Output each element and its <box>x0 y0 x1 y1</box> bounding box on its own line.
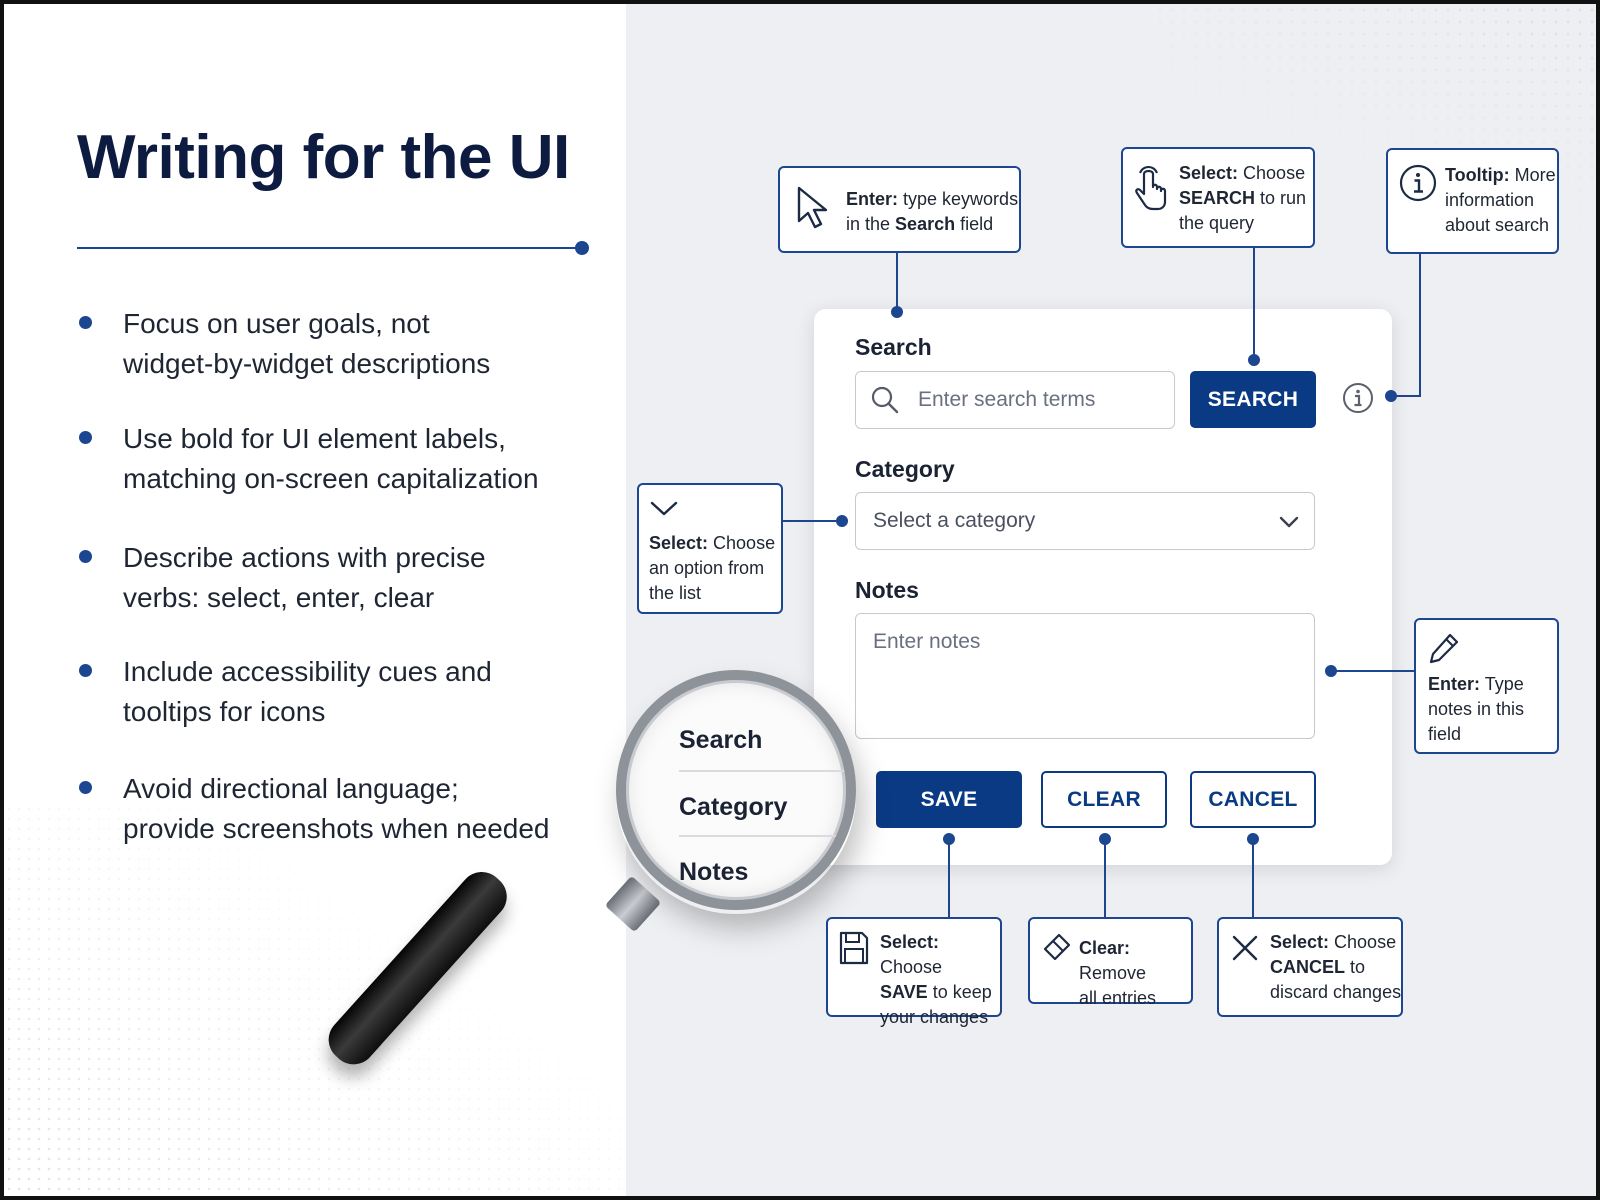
cancel-button[interactable]: CANCEL <box>1190 771 1316 828</box>
callout-text: Choose <box>880 957 943 977</box>
callout-keyword: Select: <box>880 932 940 952</box>
info-icon[interactable] <box>1342 382 1374 414</box>
search-button[interactable]: SEARCH <box>1190 371 1316 428</box>
callout-text: field <box>955 214 994 234</box>
callout-text: type keywords <box>898 189 1019 209</box>
title-divider <box>77 247 579 249</box>
callout-keyword: SEARCH <box>1179 188 1256 208</box>
callout-text: Remove <box>1079 963 1147 983</box>
bullet-line: provide screenshots when needed <box>123 813 550 844</box>
magnifier-item-search: Search <box>679 726 763 754</box>
callout-keyword: Enter: <box>1428 674 1481 694</box>
callout-text: the query <box>1179 213 1255 233</box>
magnifier-divider <box>679 770 846 772</box>
notes-textarea[interactable]: Enter notes <box>855 613 1315 739</box>
bullet-line: Focus on user goals, not <box>123 308 430 339</box>
callout-keyword: Search <box>895 214 956 234</box>
magnifier-divider <box>679 835 846 837</box>
save-button[interactable]: SAVE <box>876 771 1022 828</box>
callout-select-search: Select: Choose SEARCH to run the query <box>1121 147 1315 248</box>
callout-cancel: Select: Choose CANCEL to discard changes <box>1217 917 1403 1017</box>
callout-text: to run <box>1255 188 1307 208</box>
callout-keyword: Clear: <box>1079 938 1131 958</box>
callout-text: the list <box>649 583 702 603</box>
callout-tooltip: Tooltip: More information about search <box>1386 148 1559 254</box>
eraser-icon <box>1043 933 1071 961</box>
close-x-icon <box>1232 935 1258 961</box>
cursor-arrow-icon <box>797 186 828 229</box>
notes-label: Notes <box>855 577 919 603</box>
callout-keyword: Enter: <box>846 189 899 209</box>
bullet-line: widget-by-widget descriptions <box>123 348 491 379</box>
callout-text: discard changes <box>1270 982 1402 1002</box>
callout-text: to keep <box>927 982 992 1002</box>
search-label: Search <box>855 334 932 360</box>
callout-text: all entries <box>1079 988 1157 1008</box>
callout-text: Choose <box>708 533 776 553</box>
callout-text: Choose <box>1238 163 1306 183</box>
info-icon <box>1399 164 1437 202</box>
callout-clear: Clear: Remove all entries <box>1028 917 1193 1008</box>
callout-text: More <box>1509 165 1556 185</box>
bullet-dot <box>79 664 92 677</box>
bullet-dot <box>79 316 92 329</box>
search-input[interactable]: Enter search terms <box>855 371 1175 429</box>
callout-text: notes in this <box>1428 699 1525 719</box>
callout-text: your changes <box>880 1007 989 1027</box>
callout-keyword: Select: <box>1179 163 1239 183</box>
callout-enter-notes: Enter: Type notes in this field <box>1414 618 1559 754</box>
magnifier-lens: Search Category Notes <box>616 670 856 910</box>
title-divider-dot <box>575 241 589 255</box>
bullet-line: Include accessibility cues and <box>123 656 492 687</box>
bullet-dot <box>79 550 92 563</box>
callout-text: field <box>1428 724 1462 744</box>
search-icon <box>871 386 899 414</box>
hand-pointer-icon <box>1135 166 1167 211</box>
callout-keyword: Select: <box>1270 932 1330 952</box>
notes-placeholder: Enter notes <box>873 630 981 653</box>
pencil-icon <box>1429 633 1459 664</box>
callout-keyword: Tooltip: <box>1445 165 1510 185</box>
callout-keyword: SAVE <box>880 982 928 1002</box>
bullet-line: Use bold for UI element labels, <box>123 423 506 454</box>
callout-text: in the <box>846 214 896 234</box>
chevron-down-icon <box>1279 516 1299 528</box>
left-dot-pattern <box>4 804 626 1196</box>
search-placeholder: Enter search terms <box>918 388 1096 411</box>
callout-text: about search <box>1445 215 1550 235</box>
category-select[interactable]: Select a category <box>855 492 1315 550</box>
bullet-line: Avoid directional language; <box>123 773 459 804</box>
chevron-down-icon <box>650 501 678 516</box>
magnifier-item-category: Category <box>679 793 788 821</box>
magnifier-item-notes: Notes <box>679 858 749 886</box>
bullet-dot <box>79 431 92 444</box>
callout-text: Type <box>1480 674 1524 694</box>
bullet-line: matching on-screen capitalization <box>123 463 539 494</box>
callout-text: an option from <box>649 558 765 578</box>
callout-save: Select: Choose SAVE to keep your changes <box>826 917 1002 1027</box>
callout-text: Choose <box>1329 932 1397 952</box>
bullet-line: Describe actions with precise <box>123 542 486 573</box>
bullet-line: tooltips for icons <box>123 696 326 727</box>
callout-keyword: Select: <box>649 533 709 553</box>
slide-title: Writing for the UI <box>77 123 570 192</box>
callout-enter-search: Enter: type keywords in the Search field <box>778 166 1021 253</box>
callout-text: to <box>1345 957 1366 977</box>
callout-select-category: Select: Choose an option from the list <box>637 483 783 614</box>
category-label: Category <box>855 456 955 482</box>
callout-text: information <box>1445 190 1535 210</box>
callout-keyword: CANCEL <box>1270 957 1345 977</box>
bullet-dot <box>79 781 92 794</box>
floppy-disk-icon <box>839 931 869 965</box>
bullet-line: verbs: select, enter, clear <box>123 582 435 613</box>
category-placeholder: Select a category <box>873 509 1036 532</box>
clear-button[interactable]: CLEAR <box>1041 771 1167 828</box>
